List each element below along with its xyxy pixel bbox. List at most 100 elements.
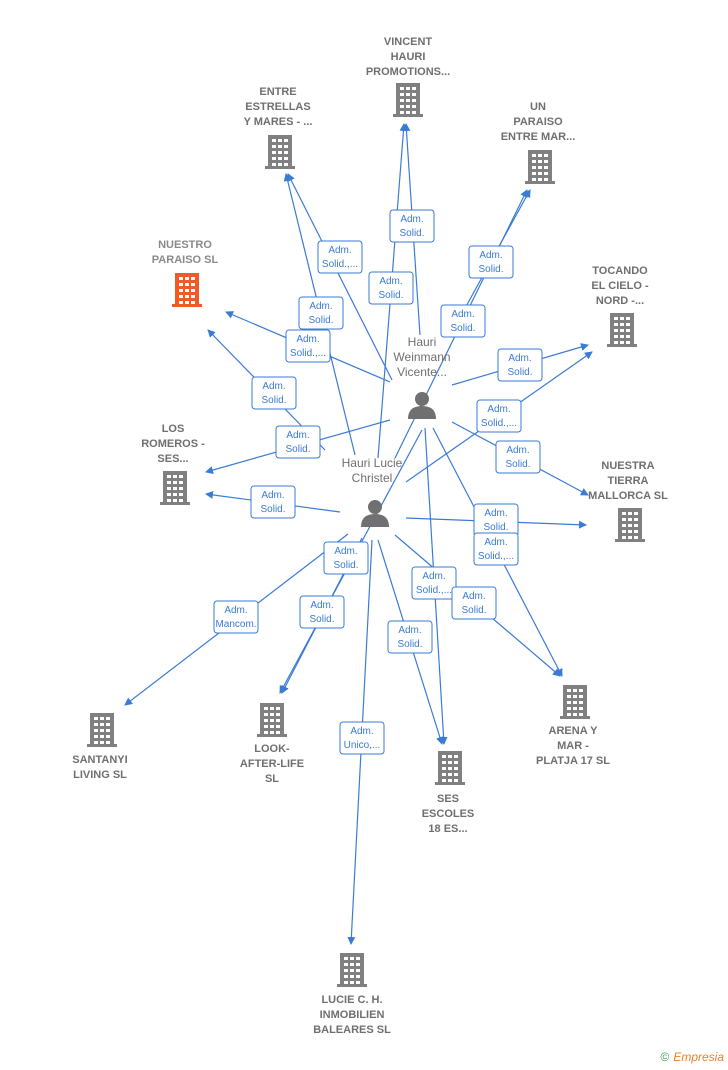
relation-label-line: Adm. [310,600,333,611]
relation-label[interactable]: Adm.Solid. [250,485,296,519]
relation-label[interactable]: Adm.Solid.,... [473,532,519,566]
company-label: EL CIELO - [591,280,649,292]
relation-label[interactable]: Adm.Solid. [251,376,297,410]
relation-label-line: Solid. [309,614,334,625]
empresia-watermark[interactable]: ©Empresia [660,1050,724,1064]
relation-label[interactable]: Adm.Solid. [440,304,486,338]
company-label: HAURI [391,51,426,63]
relation-label-box [285,329,331,363]
relation-label[interactable]: Adm.Solid. [451,586,497,620]
relation-label[interactable]: Adm. Solid. [298,296,344,330]
company-label: ENTRE MAR... [501,131,576,143]
edge-line [287,173,393,381]
company-label: NUESTRO [158,239,212,251]
relation-label-box [251,376,297,410]
relation-label-line: Solid. [450,323,475,334]
relation-label[interactable]: Adm.Mancom. [213,600,259,634]
company-label: ROMEROS - [141,438,205,450]
relation-label-box [411,566,457,600]
company-label: SES [437,793,459,805]
relation-label-box [497,348,543,382]
company-label: PARAISO [513,116,563,128]
building-icon [393,83,423,117]
relation-label[interactable]: Adm.Solid. [275,425,321,459]
company-label: PLATJA 17 SL [536,755,610,767]
relation-label[interactable]: Adm.Solid. [323,541,369,575]
relation-label-line: Solid.,... [481,418,517,429]
company-label: VINCENT [384,36,433,48]
relation-label[interactable]: Adm. Solid. [387,620,433,654]
company-label: PROMOTIONS... [366,66,450,78]
company-label: LOS [162,423,185,435]
company-label: 18 ES... [428,823,467,835]
copyright-icon: © [660,1050,670,1064]
relation-label-line: Solid. [478,264,503,275]
relation-label-box [323,541,369,575]
relation-label-box [299,595,345,629]
relation-label[interactable]: Adm.Solid.,... [317,240,363,274]
relation-label-line: Solid. [260,504,285,515]
building-icon [257,703,287,737]
person-label: Christel [352,471,393,485]
relation-label-box [476,399,522,433]
relation-label[interactable]: Adm.Unico,... [339,721,385,755]
relation-label-box [440,304,486,338]
company-label: ESTRELLAS [245,101,310,113]
company-label: NORD -... [596,295,644,307]
relation-label-line: Solid.,... [416,585,452,596]
company-label: SANTANYI [72,754,127,766]
relation-label-line: Solid. [308,315,333,326]
relation-label[interactable]: Adm.Solid. [368,271,414,305]
relation-label[interactable]: Adm.Solid. [473,503,519,537]
relation-label[interactable]: Adm.Solid. [389,209,435,243]
relation-label[interactable]: Adm.Solid. [497,348,543,382]
relation-label-line: Adm. [506,445,529,456]
relation-label-box [317,240,363,274]
person-label: Vicente... [397,365,447,379]
relation-label-line: Adm. [309,301,332,312]
relation-label-line: Solid. [505,459,530,470]
relation-label[interactable]: Adm. Solid. [468,245,514,279]
relation-label-line: Adm. [484,508,507,519]
relation-label-line: Solid. [397,639,422,650]
relation-label-line: Solid. [378,290,403,301]
relation-label-line: Solid. [507,367,532,378]
relation-label-line: Solid. [399,228,424,239]
relation-label-line: Adm. [487,404,510,415]
relation-label-line: Unico,... [344,740,381,751]
relation-label-box [389,209,435,243]
relation-label[interactable]: Adm.Solid.,... [411,566,457,600]
relation-label-box [298,296,344,330]
relation-label[interactable]: Adm.Solid.,... [285,329,331,363]
company-node-vincent[interactable]: VINCENT HAURI PROMOTIONS... [366,36,450,117]
company-label: INMOBILIEN [320,1009,385,1021]
company-label: LOOK- [254,743,290,755]
relation-label-line: Adm. [479,250,502,261]
relation-label-box [495,440,541,474]
relation-label-line: Adm. [334,546,357,557]
relation-label-line: Adm. [462,591,485,602]
relation-label[interactable]: Adm. Solid.,... [476,399,522,433]
relation-label-line: Adm. [262,381,285,392]
relation-label[interactable]: Adm. Solid. [299,595,345,629]
company-label: ARENA Y [549,725,599,737]
relation-label[interactable]: Adm. Solid. [495,440,541,474]
relation-label-box [368,271,414,305]
relation-label-line: Adm. [398,625,421,636]
person-node-hwv[interactable]: HauriWeinmannVicente... [393,335,451,419]
building-icon [525,150,555,184]
building-icon [265,135,295,169]
relation-label-box [451,586,497,620]
